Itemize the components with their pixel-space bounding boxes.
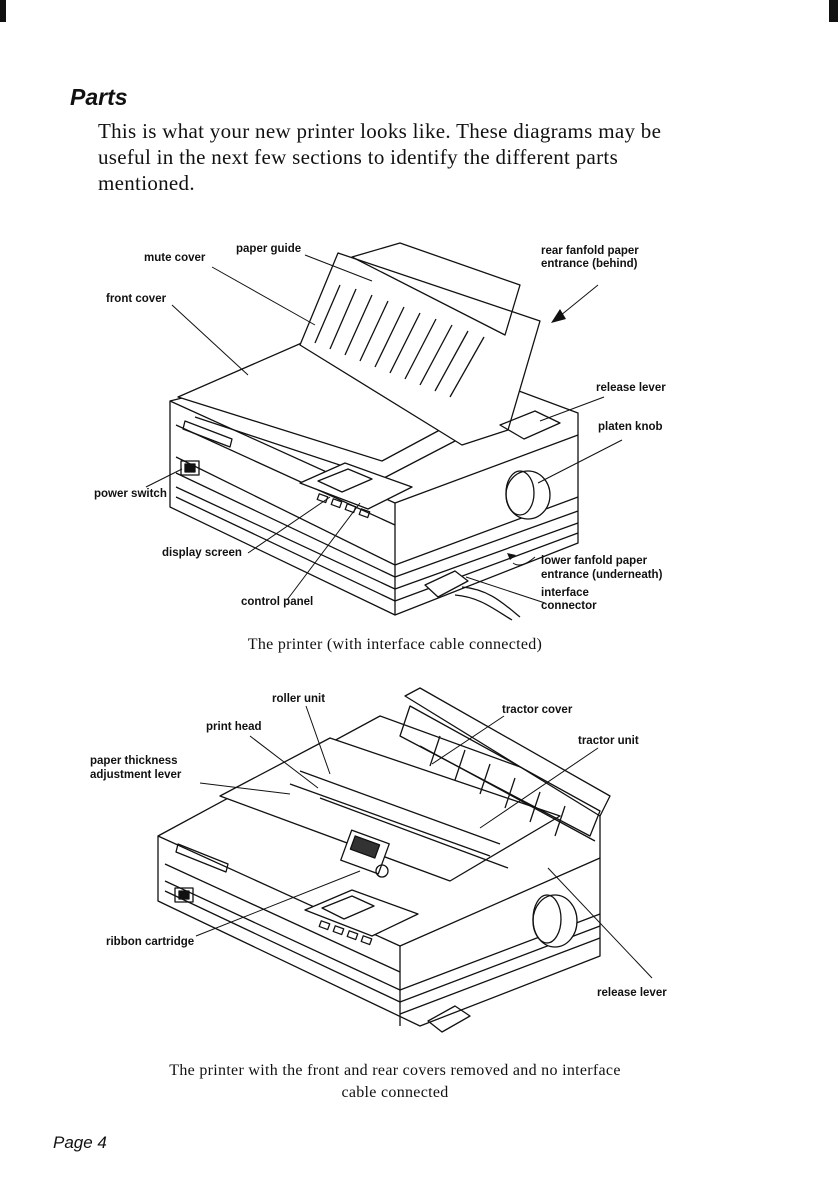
callout-mute-cover: mute cover — [144, 252, 206, 264]
figure2-caption: The printer with the front and rear cove… — [0, 1060, 790, 1104]
figure2-caption-line1: The printer with the front and rear cove… — [169, 1062, 621, 1079]
callout-paper-guide: paper guide — [236, 243, 301, 255]
callout-lower-fanfold-2: entrance (underneath) — [541, 569, 663, 581]
figure-printer-open: roller unit print head tractor cover tracto… — [0, 676, 838, 1046]
callout-interface-1: interface — [541, 587, 589, 599]
callout-release-lever: release lever — [596, 382, 666, 394]
callout-print-head: print head — [206, 721, 262, 733]
callout-tractor-unit: tractor unit — [578, 735, 639, 747]
left-edge-mark — [0, 0, 6, 22]
callout-ribbon-cartridge: ribbon cartridge — [106, 936, 194, 948]
right-edge-mark — [829, 0, 838, 22]
callout-rear-fanfold-1: rear fanfold paper — [541, 245, 639, 257]
callout-interface-2: connector — [541, 600, 597, 612]
callout-display-screen: display screen — [162, 547, 242, 559]
callout-release-lever: release lever — [597, 987, 667, 999]
callout-paper-thickness-2: adjustment lever — [90, 769, 182, 781]
callout-tractor-cover: tractor cover — [502, 704, 573, 716]
section-heading: Parts — [70, 84, 128, 110]
figure2-caption-line2: cable connected — [341, 1084, 449, 1101]
callout-front-cover: front cover — [106, 293, 167, 305]
callout-control-panel: control panel — [241, 596, 313, 608]
callout-rear-fanfold-2: entrance (behind) — [541, 258, 638, 270]
callout-roller-unit: roller unit — [272, 693, 325, 705]
printer-open-illustration: roller unit print head tractor cover tracto… — [90, 687, 667, 1033]
figure1-caption: The printer (with interface cable connec… — [247, 636, 543, 653]
callout-lower-fanfold-1: lower fanfold paper — [541, 555, 648, 567]
callout-platen-knob: platen knob — [598, 421, 663, 433]
callout-power-switch: power switch — [94, 488, 167, 500]
intro-paragraph: This is what your new printer looks like… — [98, 119, 662, 195]
callout-paper-thickness-1: paper thickness — [90, 755, 178, 767]
page-number: Page 4 — [53, 1133, 107, 1152]
